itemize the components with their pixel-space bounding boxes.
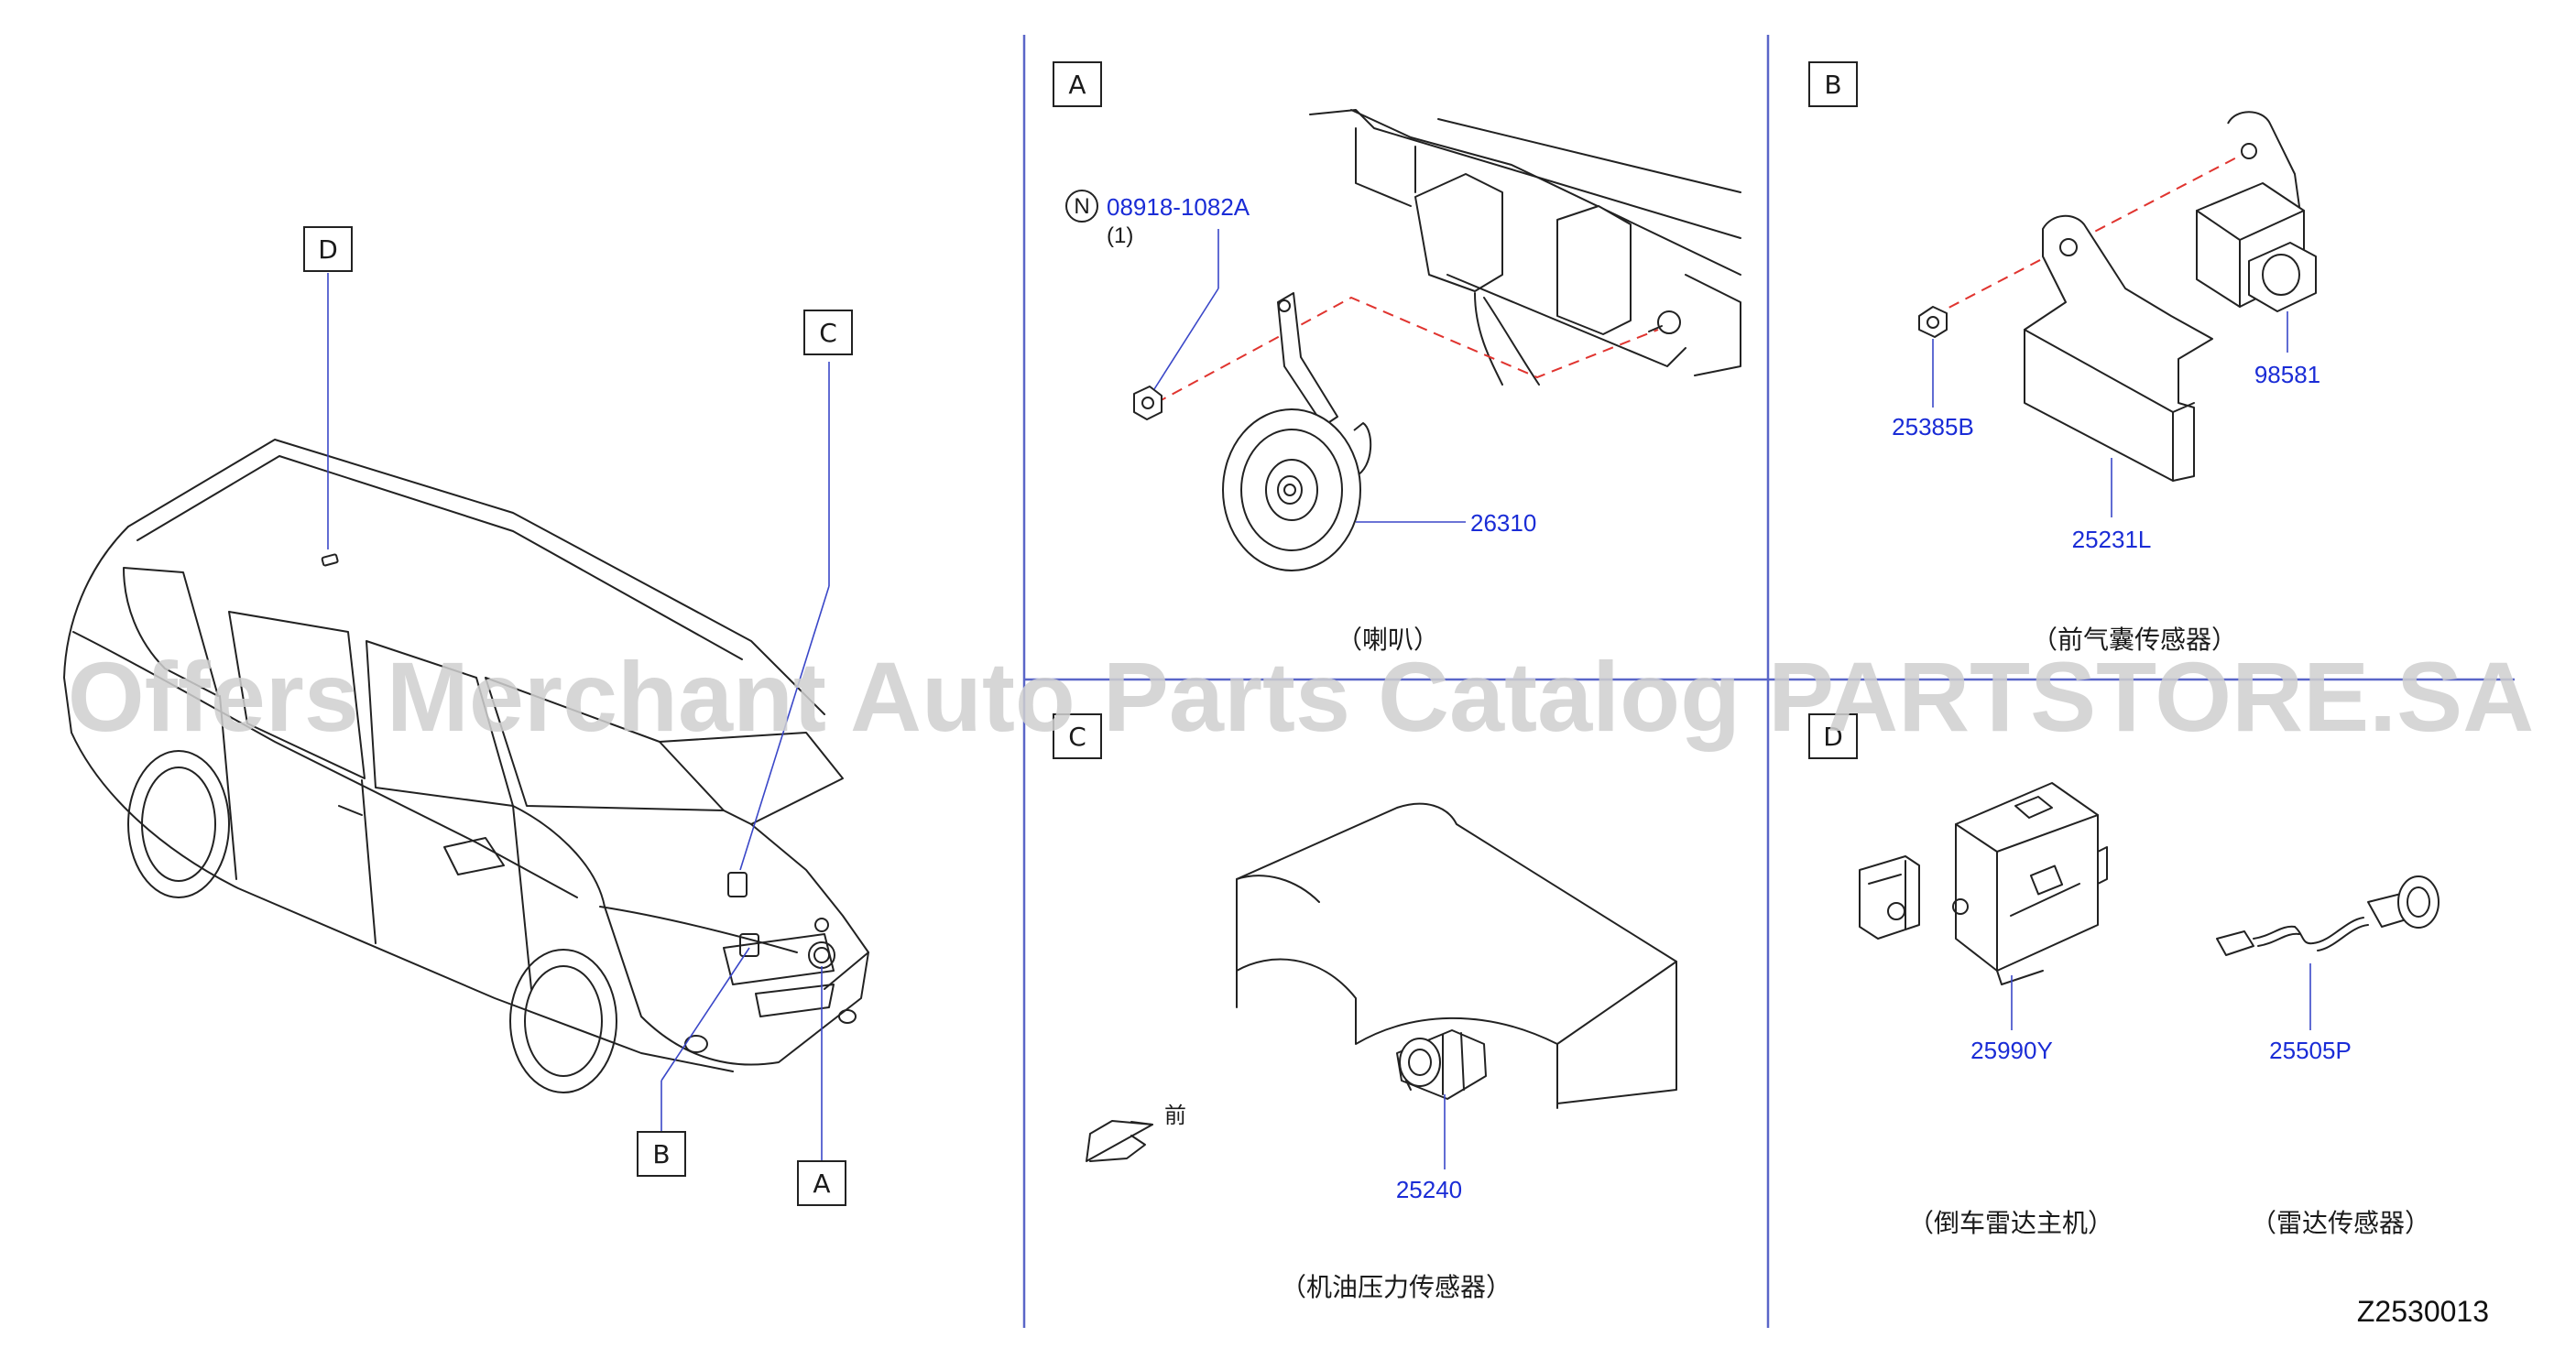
svg-text:B: B [652, 1139, 670, 1169]
bolt-quantity: (1) [1107, 223, 1133, 248]
panel-c-caption: （机油压力传感器） [1281, 1272, 1512, 1302]
panel-airbag-sensor: B 25385B 98581 25231L [1808, 61, 2320, 655]
watermark: Offers Merchant Auto Parts Catalog PARTS… [68, 641, 2534, 752]
callout-b[interactable]: B [637, 1131, 686, 1177]
radar-control-unit-icon [1859, 782, 2108, 985]
airbag-assembly-line [1932, 150, 2250, 317]
vehicle-body-outline [63, 439, 869, 1093]
front-label: 前 [1164, 1104, 1186, 1128]
horn-icon [1222, 292, 1372, 571]
bolt-symbol: N [1065, 190, 1098, 223]
bracket-part-number[interactable]: 25231L [2072, 526, 2152, 553]
panel-dividers [1022, 35, 2515, 1328]
sensor-part-number[interactable]: 98581 [2254, 361, 2320, 388]
sensor-bracket-icon [2024, 214, 2213, 482]
svg-text:C: C [1068, 722, 1086, 752]
panel-oil-pressure-sensor: C 25240 前 （机油压力传感器） [1053, 713, 1677, 1302]
panel-a-label: A [1053, 61, 1102, 107]
nut-icon [1918, 306, 1948, 338]
radar-sensor-caption: （雷达传感器） [2251, 1208, 2430, 1238]
callout-c[interactable]: C [803, 310, 853, 355]
oil-pressure-sensor-icon [1396, 1029, 1487, 1100]
panel-d-label: D [1808, 713, 1858, 759]
svg-text:N: N [1074, 194, 1089, 219]
panel-b-caption: （前气囊传感器） [2032, 625, 2237, 655]
leader-c-lower [739, 585, 830, 871]
bolt-icon [1133, 386, 1162, 420]
leader-b-upper [660, 947, 750, 1082]
panel-a-caption: （喇叭） [1337, 625, 1439, 655]
radar-unit-caption: （倒车雷达主机） [1908, 1208, 2113, 1238]
callout-d[interactable]: D [303, 226, 353, 272]
panel-b-label: B [1808, 61, 1858, 107]
panel-horn: A [1053, 61, 1741, 655]
svg-text:A: A [813, 1169, 830, 1199]
radar-sensor-icon [2216, 875, 2440, 956]
svg-text:A: A [1068, 70, 1086, 100]
panel-c-label: C [1053, 713, 1102, 759]
diagram-code: Z2530013 [2357, 1295, 2489, 1328]
radar-unit-part-number[interactable]: 25990Y [1970, 1037, 2053, 1064]
horn-assembly-line [1155, 296, 1659, 404]
radar-sensor-part-number[interactable]: 25505P [2269, 1037, 2352, 1064]
horn-mount-structure [1309, 109, 1741, 386]
airbag-sensor-icon [2196, 111, 2317, 312]
engine-block [1236, 802, 1677, 1109]
svg-text:D: D [318, 234, 338, 265]
panel-parking-radar: D [1808, 713, 2440, 1238]
front-arrow-icon [1086, 1120, 1153, 1162]
callout-a[interactable]: A [797, 1160, 846, 1206]
vehicle-overview: D C B A [63, 226, 869, 1206]
leader-bolt-lower [1153, 288, 1219, 390]
svg-text:D: D [1823, 722, 1843, 752]
horn-part-number[interactable]: 26310 [1470, 509, 1536, 537]
bolt-part-number[interactable]: 08918-1082A [1107, 193, 1250, 221]
nut-part-number[interactable]: 25385B [1892, 413, 1974, 440]
svg-text:C: C [819, 318, 837, 348]
oil-sensor-part-number[interactable]: 25240 [1396, 1176, 1462, 1203]
svg-text:B: B [1824, 70, 1841, 100]
